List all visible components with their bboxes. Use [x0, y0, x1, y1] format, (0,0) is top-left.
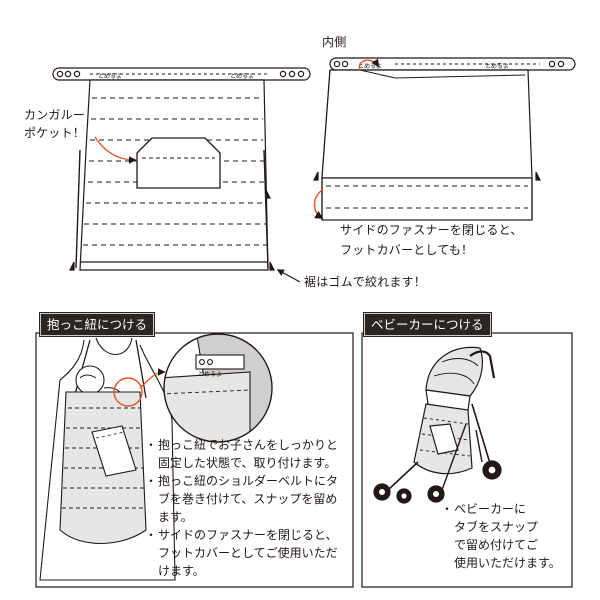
footcover-band [321, 177, 533, 221]
inside-view-cover: とめるよ とめるよ [313, 57, 576, 221]
front-strap [52, 67, 311, 81]
zipper-pull-right [269, 261, 275, 271]
strap-curl-arrow [358, 58, 379, 71]
carrier-illustration [39, 337, 176, 581]
carrier-notes: 抱っこ紐でお子さんをしっかりと 固定した状態で、取り付けます。 抱っこ紐のショル… [145, 436, 350, 580]
kangaroo-pocket-label: カンガルー ポケット！ [24, 108, 86, 140]
front-zipper-left [75, 149, 81, 269]
inside-label: 内側 [322, 35, 347, 49]
carrier-strap-right [135, 339, 147, 399]
zoom-pointer-arrow [139, 368, 166, 389]
side-zipper-label: サイドのファスナーを閉じると、 フットカバーとしても！ [340, 223, 523, 257]
stroller-pocket [429, 423, 459, 455]
stroller-note-1: ベビーカーに タブをスナップ で留め付けてご 使用いただけます。 [441, 500, 569, 572]
zoom-snap-tab [195, 354, 245, 370]
inside-snap-label-right: とめるよ [485, 63, 509, 70]
front-snap-label-left: とめるよ [98, 73, 122, 80]
front-zipper-right [263, 149, 269, 269]
carrier-note-3: サイドのファスナーを閉じると、 フットカバーとしてご使用いただ けます。 [145, 526, 350, 580]
stroller-section-header: ベビーカーにつける [363, 312, 492, 337]
pocket-pointer-arrow [94, 136, 137, 164]
carrier-panel-frame [35, 332, 354, 588]
carrier-pocket [91, 425, 137, 477]
hem-elastic-label: 裾はゴムで絞れます！ [304, 275, 427, 289]
baby-head [75, 365, 105, 395]
zoom-detail: とめるよ [163, 333, 273, 443]
front-snap-label-right: とめるよ [230, 73, 254, 80]
stroller-illustration [373, 346, 502, 504]
inside-zipper-pull-left [313, 171, 319, 181]
carrier-section-header: 抱っこ紐につける [38, 312, 156, 337]
front-view-cover: とめるよ とめるよ [52, 67, 311, 271]
kangaroo-pocket-shape [136, 137, 221, 189]
front-quilt-lines [83, 97, 267, 246]
zipper-pull-side [265, 189, 271, 199]
stroller-frame-front [387, 461, 419, 491]
zoom-indicator-circle [113, 377, 143, 407]
inside-body-outline [321, 69, 533, 179]
carrier-note-2: 抱っこ紐のショルダーベルトにタ ブを巻き付けて、スナップを留め ます。 [145, 472, 350, 526]
zoom-snap-label: とめるよ [198, 371, 222, 378]
stroller-canopy [425, 346, 483, 397]
stroller-frame-rear [471, 403, 493, 471]
parent-neck [95, 337, 133, 355]
inside-zipper-pull-right [535, 171, 541, 181]
zipper-pull-left [69, 261, 75, 271]
carrier-note-1: 抱っこ紐でお子さんをしっかりと 固定した状態で、取り付けます。 [145, 436, 350, 472]
stroller-notes: ベビーカーに タブをスナップ で留め付けてご 使用いただけます。 [441, 500, 569, 572]
inside-snap-label-left: とめるよ [358, 63, 382, 70]
stroller-handle [469, 350, 496, 379]
inside-top-flap [359, 69, 526, 79]
hem-pointer-arrow [276, 269, 301, 283]
footcover-curl-arrow [313, 189, 324, 219]
